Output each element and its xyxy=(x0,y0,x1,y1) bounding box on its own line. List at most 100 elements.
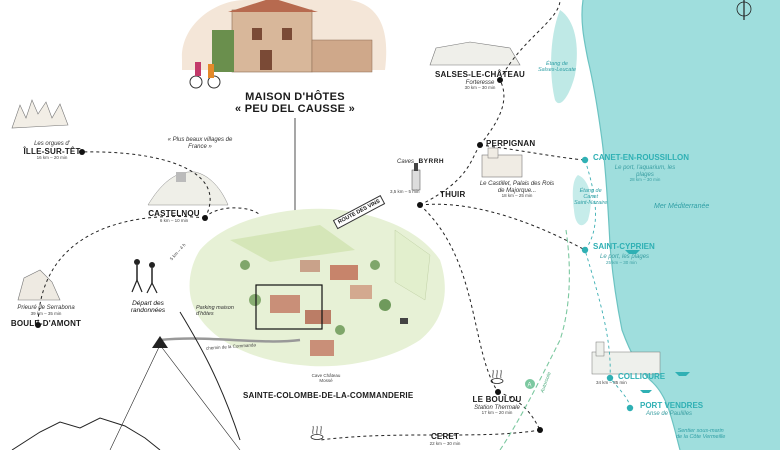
collioure-view xyxy=(591,341,661,375)
water-line: Salses-Leucate xyxy=(538,67,576,74)
annotation-line: Départ des xyxy=(132,300,164,307)
place-thuir-distance: 3,5 km – 5 min xyxy=(390,189,420,194)
mediterranean-sea xyxy=(581,0,780,450)
place-ille: Les orgues d' ÎLLE-SUR-TÊT 16 km – 20 mi… xyxy=(12,141,92,161)
place-distance: 22 km – 30 min xyxy=(429,440,461,446)
ille-orgues xyxy=(11,99,69,129)
place-distance: 6 km – 10 min xyxy=(159,217,189,223)
place-perpignan: Le Castillet, Palais des Rois de Majorqu… xyxy=(462,181,572,199)
hot-spring-icon xyxy=(490,369,504,384)
salses-fortress xyxy=(429,41,521,66)
compass-icon xyxy=(736,0,752,20)
annotation-line: d'hôtes xyxy=(196,311,214,318)
place-castelnou-desc: « Plus beaux villages de France » xyxy=(150,137,250,150)
annotation-line: de la Côte Vermeille xyxy=(676,434,726,441)
place-desc: Forteresse xyxy=(465,79,495,86)
place-ceret: CERET 22 km – 30 min xyxy=(410,432,480,447)
place-name: LE BOULOU xyxy=(472,395,522,404)
caves-label: Caves xyxy=(397,159,415,165)
water-line: Saint-Nazaire xyxy=(574,200,608,207)
place-canet: CANET-EN-ROUSSILLON xyxy=(593,153,689,163)
water-line: Canet xyxy=(583,194,598,201)
maison-hotes-illustration xyxy=(181,0,387,89)
place-desc: Le port, les plages xyxy=(600,254,650,260)
mountains xyxy=(11,417,161,450)
place-thuir-name: THUIR xyxy=(440,190,466,199)
place-collioure-distance: 34 km – 35 min xyxy=(596,380,627,385)
perpignan-castillet xyxy=(481,147,523,178)
place-distance: 25 km – 30 min xyxy=(606,259,637,265)
annotation-line: Cave Château xyxy=(311,373,341,378)
place-name: SALSES-LE-CHÂTEAU xyxy=(434,70,526,79)
place-distance: 39 km – 35 min xyxy=(30,310,62,316)
motorway-line xyxy=(499,229,570,450)
water-line: Étang de xyxy=(579,188,602,194)
motorway-icon: A xyxy=(525,379,535,389)
depart-randonnees: Départ des randonnées xyxy=(120,300,176,314)
place-canet-desc: Le port, l'aquarium, les plages 28 km – … xyxy=(600,165,690,183)
place-distance: 28 km – 30 min xyxy=(629,177,661,183)
place-name: PORT VENDRES xyxy=(640,401,704,410)
place-desc: Station Thermale xyxy=(474,404,520,411)
coast-route xyxy=(584,159,631,409)
place-castelnou: CASTELNOU 6 km – 10 min xyxy=(146,209,202,224)
place-desc: « Plus beaux villages de xyxy=(167,137,233,143)
place-cyprien: SAINT-CYPRIEN xyxy=(593,242,655,252)
place-distance: 16 km – 20 min xyxy=(36,155,68,161)
place-desc: France » xyxy=(188,143,212,150)
place-desc: de Majorque... xyxy=(497,187,537,194)
water-line: Étang de xyxy=(545,61,568,67)
place-thuir-caves: Caves BYRRH xyxy=(397,150,444,168)
salses-lagoon-label: Étang de Salses-Leucate xyxy=(538,61,576,73)
mer-mediterranee-label: Mer Méditerranée xyxy=(654,203,710,210)
svg-text:A: A xyxy=(528,383,532,389)
place-portvendres: PORT VENDRES Anse de Paulilles xyxy=(640,401,704,417)
annotation-line: Mossé xyxy=(319,377,333,383)
house-location-frame xyxy=(255,284,323,330)
annotation-line: randonnées xyxy=(130,307,166,315)
place-name: ÎLLE-SUR-TÊT xyxy=(23,146,81,156)
place-desc: Anse de Paulilles xyxy=(646,410,693,417)
place-desc: Le Castillet, Palais des Rois xyxy=(479,181,555,187)
annotation-line: Parking maison xyxy=(196,305,234,311)
serrabona-priory xyxy=(17,269,61,301)
title-line-1: MAISON D'HÔTES xyxy=(245,91,345,103)
castelnou-hill xyxy=(147,171,229,206)
map-title: MAISON D'HÔTES « PEU DEL CAUSSE » xyxy=(225,91,365,115)
home-village-label: SAINTE-COLOMBE-DE-LA-COMMANDERIE xyxy=(243,391,414,400)
hot-spring-icon xyxy=(310,425,324,440)
routes xyxy=(37,0,586,441)
hikers-icon xyxy=(131,259,158,294)
place-distance: 17 km – 20 min xyxy=(481,410,513,416)
village-landscape xyxy=(159,208,445,367)
canet-lagoon xyxy=(572,175,591,226)
parking-label: Parking maison d'hôtes xyxy=(196,305,234,317)
place-collioure-name: COLLIOURE xyxy=(618,372,666,381)
place-desc: Les orgues d' xyxy=(34,141,70,147)
place-boule: Prieuré de Serrabona 39 km – 35 min BOUL… xyxy=(6,305,86,328)
title-line-2: « PEU DEL CAUSSE » xyxy=(234,103,356,116)
place-perpignan-name: PERPIGNAN xyxy=(486,139,536,148)
annotation-line: Sentier sous-marin xyxy=(677,428,724,434)
place-name: CASTELNOU xyxy=(148,209,200,218)
place-distance: 30 km – 30 min xyxy=(464,85,496,91)
boat-icon xyxy=(625,250,690,393)
place-name: SAINT-CYPRIEN xyxy=(593,242,655,251)
place-desc: Prieuré de Serrabona xyxy=(17,305,75,311)
place-desc: Le port, l'aquarium, les xyxy=(614,165,676,171)
place-leboulou: LE BOULOU Station Thermale 17 km – 20 mi… xyxy=(462,395,532,416)
place-name: CERET xyxy=(430,432,460,441)
cave-chateau-label: Cave Château Mossé xyxy=(306,373,346,384)
place-markers xyxy=(35,77,634,433)
place-name: CANET-EN-ROUSSILLON xyxy=(593,153,689,162)
wine-bottle-icon xyxy=(411,163,421,191)
place-desc: plages xyxy=(636,171,654,178)
byrrh-brand: BYRRH xyxy=(418,158,445,165)
salses-lagoon xyxy=(551,10,577,104)
place-salses: SALSES-LE-CHÂTEAU Forteresse 30 km – 30 … xyxy=(430,70,530,91)
canet-lagoon-label: Étang de Canet Saint-Nazaire xyxy=(574,188,607,206)
place-name: BOULE-D'AMONT xyxy=(10,318,82,328)
place-distance: 18 km – 25 min xyxy=(501,193,533,199)
place-cyprien-desc: Le port, les plages 25 km – 30 min xyxy=(600,254,649,266)
